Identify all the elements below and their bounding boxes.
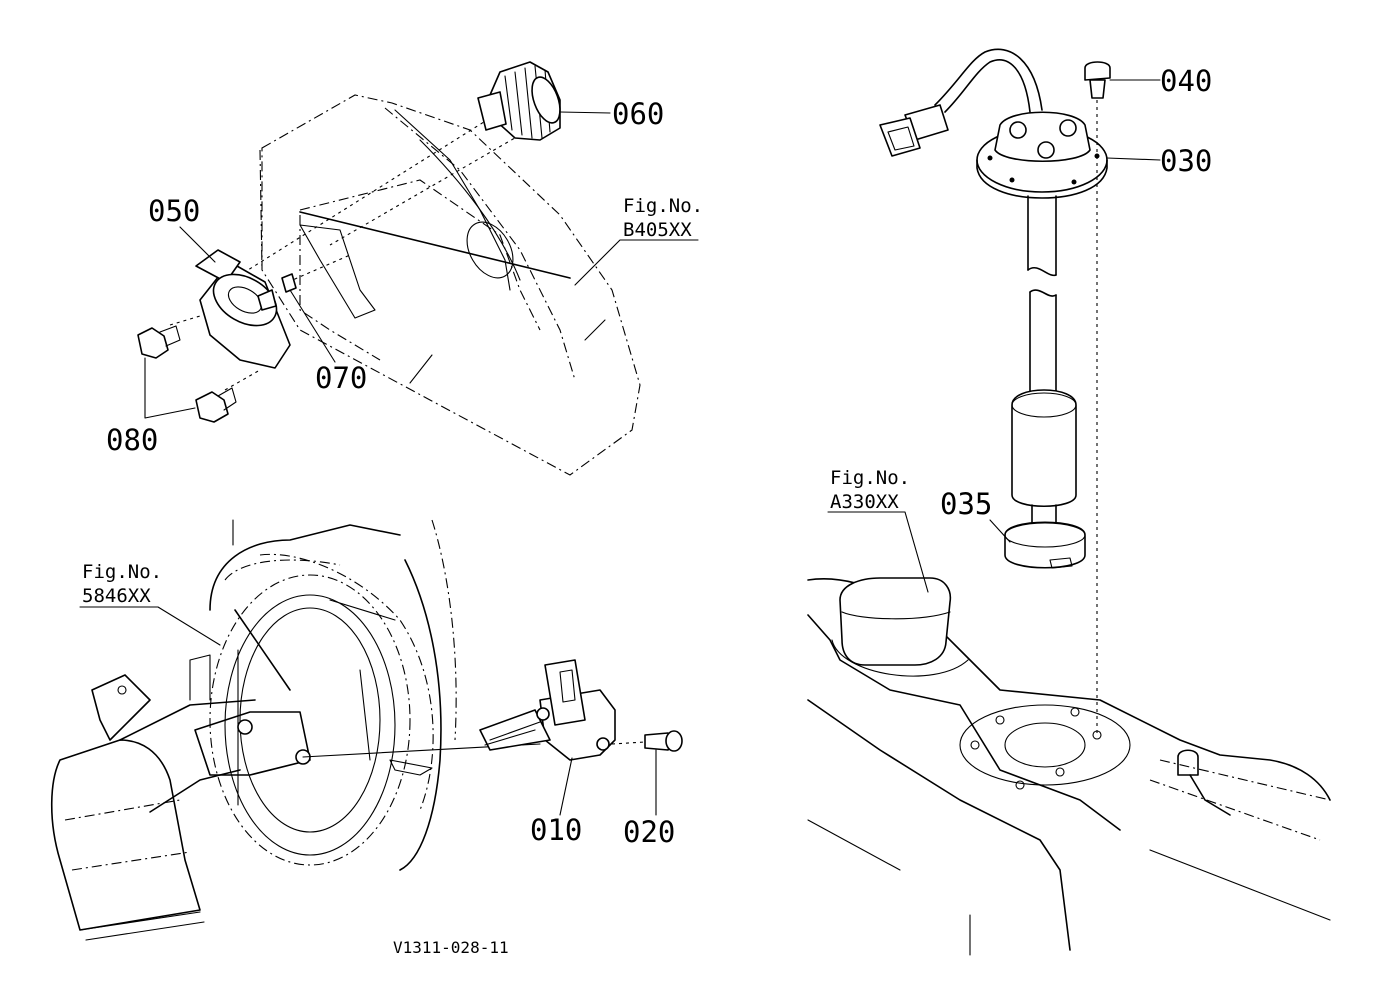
part-label-070: 070 bbox=[315, 361, 367, 395]
part-label-080: 080 bbox=[106, 423, 158, 457]
leader-b405 bbox=[574, 239, 699, 286]
fuel-gauge-unit bbox=[879, 48, 1161, 735]
fig-ref-b405-code: B405XX bbox=[623, 219, 692, 241]
bolts-080 bbox=[137, 325, 237, 423]
part-label-030: 030 bbox=[1160, 144, 1212, 178]
housing-assembly-lower-left bbox=[50, 519, 541, 941]
part-label-040: 040 bbox=[1160, 64, 1212, 98]
fig-ref-a330-label: Fig.No. bbox=[830, 467, 910, 489]
part-label-050: 050 bbox=[148, 194, 200, 228]
part-label-060: 060 bbox=[612, 97, 664, 131]
part-label-020: 020 bbox=[623, 815, 675, 849]
screw-020 bbox=[611, 730, 683, 816]
knob-060 bbox=[477, 61, 611, 141]
sensor-010 bbox=[479, 659, 616, 816]
fig-ref-a330-code: A330XX bbox=[830, 491, 899, 513]
fuel-tank bbox=[807, 511, 1331, 956]
fig-ref-5846-label: Fig.No. bbox=[82, 561, 162, 583]
part-label-010: 010 bbox=[530, 813, 582, 847]
part-label-035: 035 bbox=[940, 487, 992, 521]
leader-5846 bbox=[79, 606, 221, 646]
fig-ref-b405-label: Fig.No. bbox=[623, 195, 703, 217]
sensor-050 bbox=[179, 226, 291, 369]
part-labels: 060 050 070 080 010 020 040 030 035 bbox=[106, 64, 1212, 849]
fig-ref-5846-code: 5846XX bbox=[82, 585, 151, 607]
spacer-070 bbox=[281, 273, 336, 363]
housing-assembly-upper-left bbox=[169, 94, 641, 476]
figure-references: Fig.No. B405XX Fig.No. 5846XX Fig.No. A3… bbox=[82, 195, 910, 607]
drawing-code: V1311-028-11 bbox=[393, 938, 509, 957]
